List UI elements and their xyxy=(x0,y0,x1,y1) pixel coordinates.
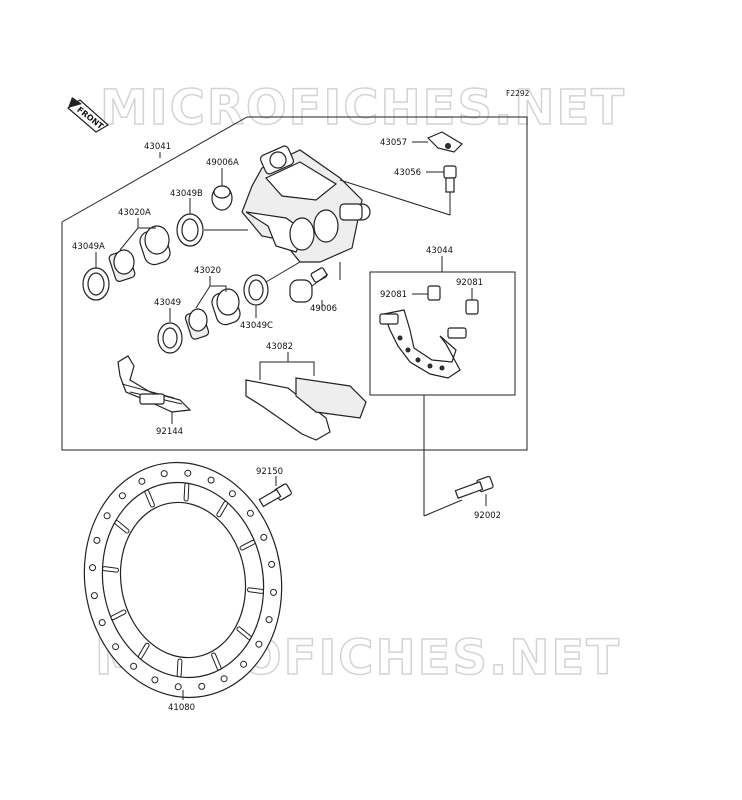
caliper-assembly-frame xyxy=(61,116,528,451)
label-92144: 92144 xyxy=(156,427,183,437)
disc-hole xyxy=(184,469,192,477)
bleeder-cap-43057 xyxy=(426,131,463,153)
disc-hole xyxy=(198,682,206,690)
disc-slot xyxy=(248,588,263,593)
pin-49006 xyxy=(289,267,329,303)
pin-boot-92081-right xyxy=(465,299,479,315)
disc-hole xyxy=(246,509,254,517)
label-43056: 43056 xyxy=(394,168,421,178)
label-49006: 49006 xyxy=(310,304,337,314)
disc-hole xyxy=(89,564,96,572)
label-92002: 92002 xyxy=(474,511,501,521)
disc-slot xyxy=(217,502,227,517)
piston-set-43020A xyxy=(108,225,171,282)
disc-hole xyxy=(130,662,138,670)
label-41080: 41080 xyxy=(168,703,195,713)
watermark-top: MICROFICHES.NET xyxy=(100,80,626,136)
disc-hole xyxy=(220,675,228,683)
label-43044: 43044 xyxy=(426,246,453,256)
disc-hole xyxy=(270,588,277,596)
label-92081-right: 92081 xyxy=(456,278,483,288)
disc-hole xyxy=(160,470,168,478)
label-43049A: 43049A xyxy=(72,242,105,252)
disc-hole xyxy=(118,492,126,500)
bolt-92002 xyxy=(454,475,494,499)
disc-hole xyxy=(268,560,276,568)
label-43049C: 43049C xyxy=(240,321,273,331)
bolt-92150 xyxy=(258,483,292,508)
diagram-code: F2292 xyxy=(506,89,530,98)
boot-49006A xyxy=(211,185,233,211)
seal-43049C xyxy=(243,274,269,306)
label-43049B: 43049B xyxy=(170,189,203,199)
disc-hole xyxy=(90,592,98,600)
disc-slot xyxy=(103,567,118,572)
seal-43049B xyxy=(176,213,204,247)
disc-hole xyxy=(228,490,236,498)
disc-hole xyxy=(240,660,248,668)
disc-slot xyxy=(111,610,126,620)
disc-hole xyxy=(265,616,273,624)
seal-43049 xyxy=(157,322,183,354)
label-43020A: 43020A xyxy=(118,208,151,218)
disc-hole xyxy=(112,643,120,651)
brake-pads-43082 xyxy=(245,377,367,441)
disc-slot xyxy=(115,521,129,533)
disc-hole xyxy=(255,640,263,648)
label-43082: 43082 xyxy=(266,342,293,352)
disc-slot xyxy=(240,540,255,550)
pin-boot-92081-left xyxy=(427,285,441,301)
disc-hole xyxy=(260,533,268,541)
label-43020: 43020 xyxy=(194,266,221,276)
label-49006A: 49006A xyxy=(206,158,239,168)
spring-92144 xyxy=(117,355,192,413)
label-43049: 43049 xyxy=(154,298,181,308)
disc-slot xyxy=(184,483,189,501)
piston-set-43020 xyxy=(184,288,241,340)
label-92081-left: 92081 xyxy=(380,290,407,300)
bleeder-valve-43056 xyxy=(443,165,457,193)
caliper-bracket-43044 xyxy=(379,309,467,379)
disc-slot xyxy=(177,659,182,677)
label-92150: 92150 xyxy=(256,467,283,477)
disc-hole xyxy=(103,512,111,520)
disc-hole xyxy=(138,477,146,485)
disc-slot xyxy=(212,653,221,670)
disc-holes xyxy=(89,469,277,691)
front-arrow-icon: FRONT xyxy=(67,97,110,133)
brake-disc-41080 xyxy=(83,461,283,699)
disc-hole xyxy=(93,536,101,544)
disc-hole xyxy=(207,476,215,484)
disc-slot xyxy=(237,627,251,639)
disc-hole xyxy=(98,619,106,627)
caliper-body xyxy=(241,145,371,263)
disc-hole xyxy=(151,676,159,684)
seal-43049A xyxy=(82,267,110,301)
disc-hole xyxy=(174,683,182,691)
label-43057: 43057 xyxy=(380,138,407,148)
label-43041: 43041 xyxy=(144,142,171,152)
disc-slot xyxy=(139,643,149,658)
disc-slot xyxy=(145,490,154,507)
